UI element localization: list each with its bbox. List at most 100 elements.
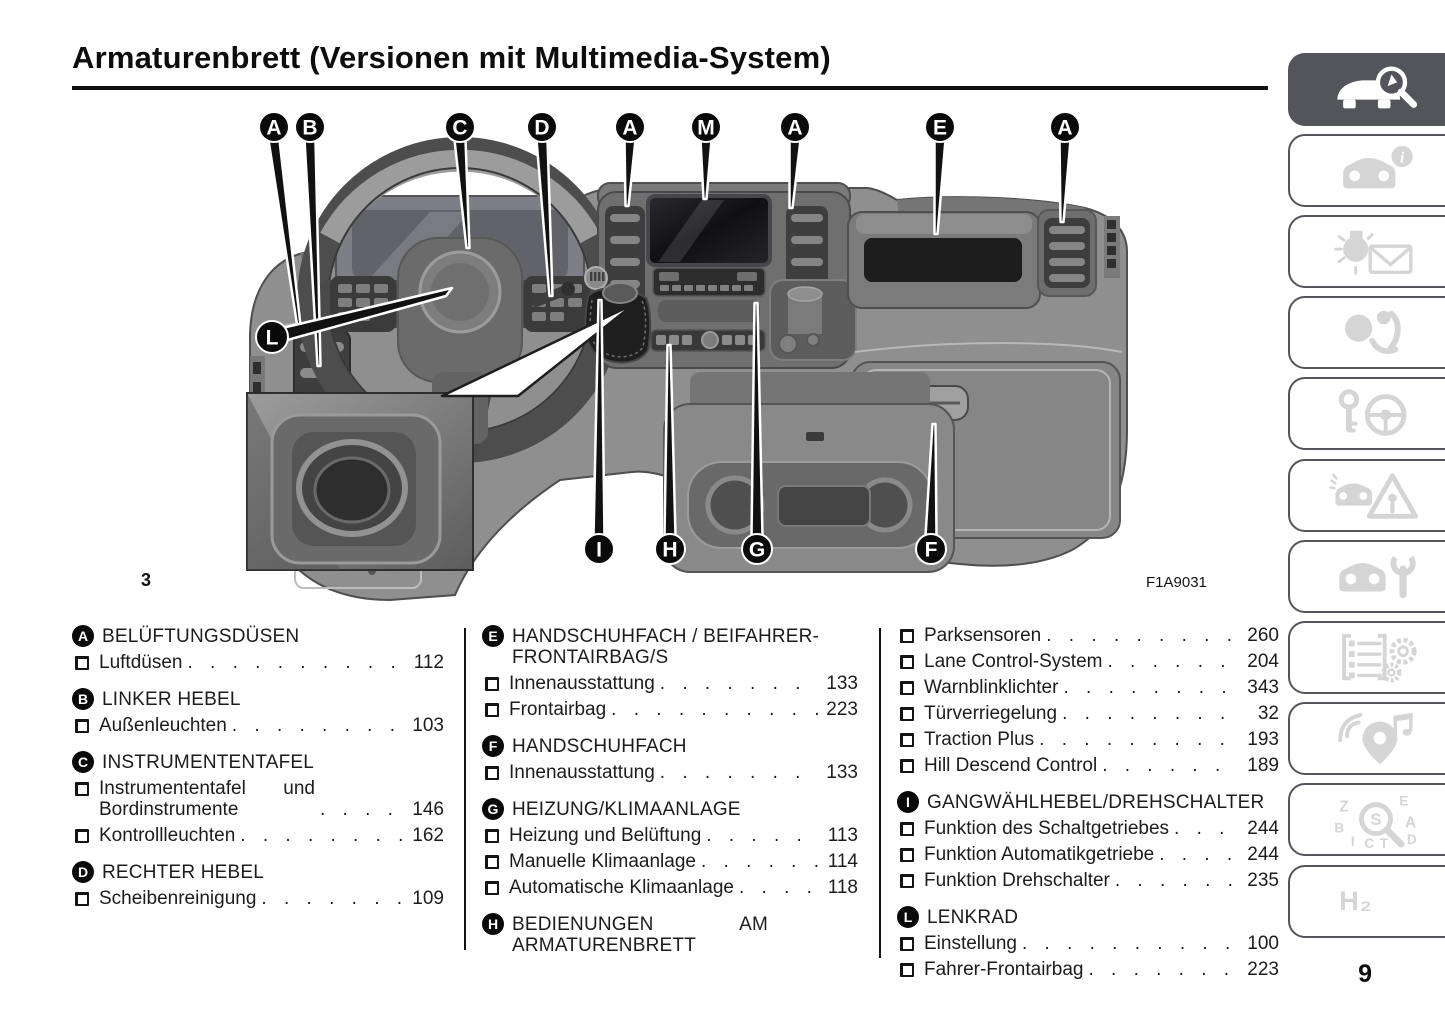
checkbox-icon	[900, 874, 914, 888]
section-badge: D	[72, 861, 94, 883]
svg-text:A: A	[1057, 117, 1072, 140]
sidebar-tab-starting-driving[interactable]	[1288, 377, 1445, 450]
column-divider-2	[879, 628, 881, 958]
sidebar-tab-safety[interactable]	[1288, 296, 1445, 369]
svg-text:I: I	[596, 539, 602, 562]
svg-text:A: A	[622, 117, 637, 140]
index-item: Scheibenreinigung109	[72, 888, 444, 909]
index-item: Warnblinklichter343	[897, 677, 1279, 698]
callout-I: I	[583, 533, 615, 565]
section-title: LINKER HEBEL	[102, 689, 241, 710]
callout-D: D	[526, 111, 558, 143]
sidebar-tab-car-info[interactable]: i	[1288, 134, 1445, 207]
svg-text:D: D	[534, 117, 549, 140]
airbag-safety-icon	[1345, 310, 1401, 354]
right-air-vent	[1037, 209, 1120, 297]
section-badge: I	[897, 791, 919, 813]
index-item: Heizung und Belüftung113	[482, 825, 858, 846]
svg-text:A: A	[266, 117, 281, 140]
checkbox-icon	[485, 766, 499, 780]
section-dashboard-controls-items: Parksensoren260 Lane Control-System204 W…	[897, 625, 1279, 776]
section-title: GANGWÄHLHEBEL/DREHSCHALTER	[927, 792, 1265, 813]
index-item: Lane Control-System204	[897, 651, 1279, 672]
checkbox-icon	[900, 733, 914, 747]
section-title: INSTRUMENTENTAFEL	[102, 752, 315, 773]
callout-B: B	[294, 111, 326, 143]
rotary-selector-inset	[246, 392, 474, 571]
svg-text:F: F	[925, 539, 938, 562]
sidebar-tab-emergency[interactable]	[1288, 459, 1445, 532]
multimedia-icon	[1338, 712, 1413, 764]
sidebar-tab-technical-data[interactable]	[1288, 621, 1445, 694]
svg-text:L: L	[266, 327, 279, 350]
section-title: BEDIENUNGEN AM ARMATURENBRETT	[512, 914, 768, 956]
dot-leader	[235, 825, 404, 846]
svg-text:D: D	[1407, 832, 1417, 847]
dot-leader	[655, 762, 818, 783]
dot-leader	[1169, 818, 1239, 839]
page-number: 9	[1358, 960, 1372, 988]
dot-leader	[1034, 729, 1239, 750]
car-search-icon	[1337, 66, 1418, 108]
sidebar-tab-maintenance[interactable]	[1288, 540, 1445, 613]
title-underline	[72, 86, 1268, 90]
dot-leader	[1058, 677, 1239, 698]
section-title: HANDSCHUHFACH / BEIFAHRER-FRONTAIRBAG/S	[512, 626, 820, 668]
checkbox-icon	[485, 881, 499, 895]
svg-text:A: A	[787, 117, 802, 140]
brand-badge	[584, 266, 608, 290]
svg-text:i: i	[1400, 149, 1405, 166]
dot-leader	[1017, 933, 1239, 954]
checkbox-icon	[485, 855, 499, 869]
sidebar-tab-warning-lights[interactable]	[1288, 215, 1445, 288]
section-badge: F	[482, 735, 504, 757]
callout-L: L	[255, 320, 289, 354]
callout-F: F	[915, 533, 947, 565]
center-console	[663, 372, 955, 573]
callout-E: E	[924, 111, 956, 143]
column-divider-1	[464, 628, 466, 950]
checkbox-icon	[900, 655, 914, 669]
index-column-3: Parksensoren260 Lane Control-System204 W…	[897, 625, 1279, 996]
section-gear-selector: I GANGWÄHLHEBEL/DREHSCHALTER Funktion des…	[897, 791, 1279, 891]
dot-leader	[655, 673, 818, 694]
index-item: Instrumententafel und Bordinstrumente146	[72, 778, 444, 820]
index-item: Funktion des Schaltgetriebes244	[897, 818, 1279, 839]
sidebar-tab-h2[interactable]: H₂	[1288, 865, 1445, 938]
emergency-triangle-icon	[1329, 472, 1419, 519]
index-item: Türverriegelung32	[897, 703, 1279, 724]
index-item: Hill Descend Control189	[897, 755, 1279, 776]
sidebar-tab-alphabetical-index[interactable]: Z E B A I C T D S	[1288, 783, 1445, 856]
sidebar-tab-vehicle-overview[interactable]	[1288, 53, 1445, 126]
dot-leader	[1083, 959, 1239, 980]
section-badge: B	[72, 688, 94, 710]
checkbox-icon	[75, 782, 89, 796]
svg-text:S: S	[1371, 810, 1382, 828]
car-wrench-icon	[1339, 555, 1416, 598]
index-item: Kontrollleuchten162	[72, 825, 444, 846]
svg-text:C: C	[1364, 836, 1374, 849]
checkbox-icon	[900, 822, 914, 836]
section-badge: A	[72, 625, 94, 647]
svg-text:T: T	[1380, 836, 1389, 849]
callout-C: C	[444, 111, 476, 143]
svg-text:E: E	[933, 117, 947, 140]
section-badge: C	[72, 751, 94, 773]
checkbox-icon	[900, 937, 914, 951]
car-info-icon: i	[1343, 145, 1413, 188]
checkbox-icon	[485, 703, 499, 717]
callout-M: M	[690, 111, 722, 143]
callout-A4: A	[1049, 111, 1081, 143]
index-item: Außenleuchten103	[72, 715, 444, 736]
dot-leader	[1110, 870, 1239, 891]
index-item: Innenausstattung133	[482, 673, 858, 694]
dashboard-shelf	[847, 211, 1123, 353]
sidebar-tab-multimedia[interactable]	[1288, 702, 1445, 775]
dot-leader	[182, 652, 404, 673]
